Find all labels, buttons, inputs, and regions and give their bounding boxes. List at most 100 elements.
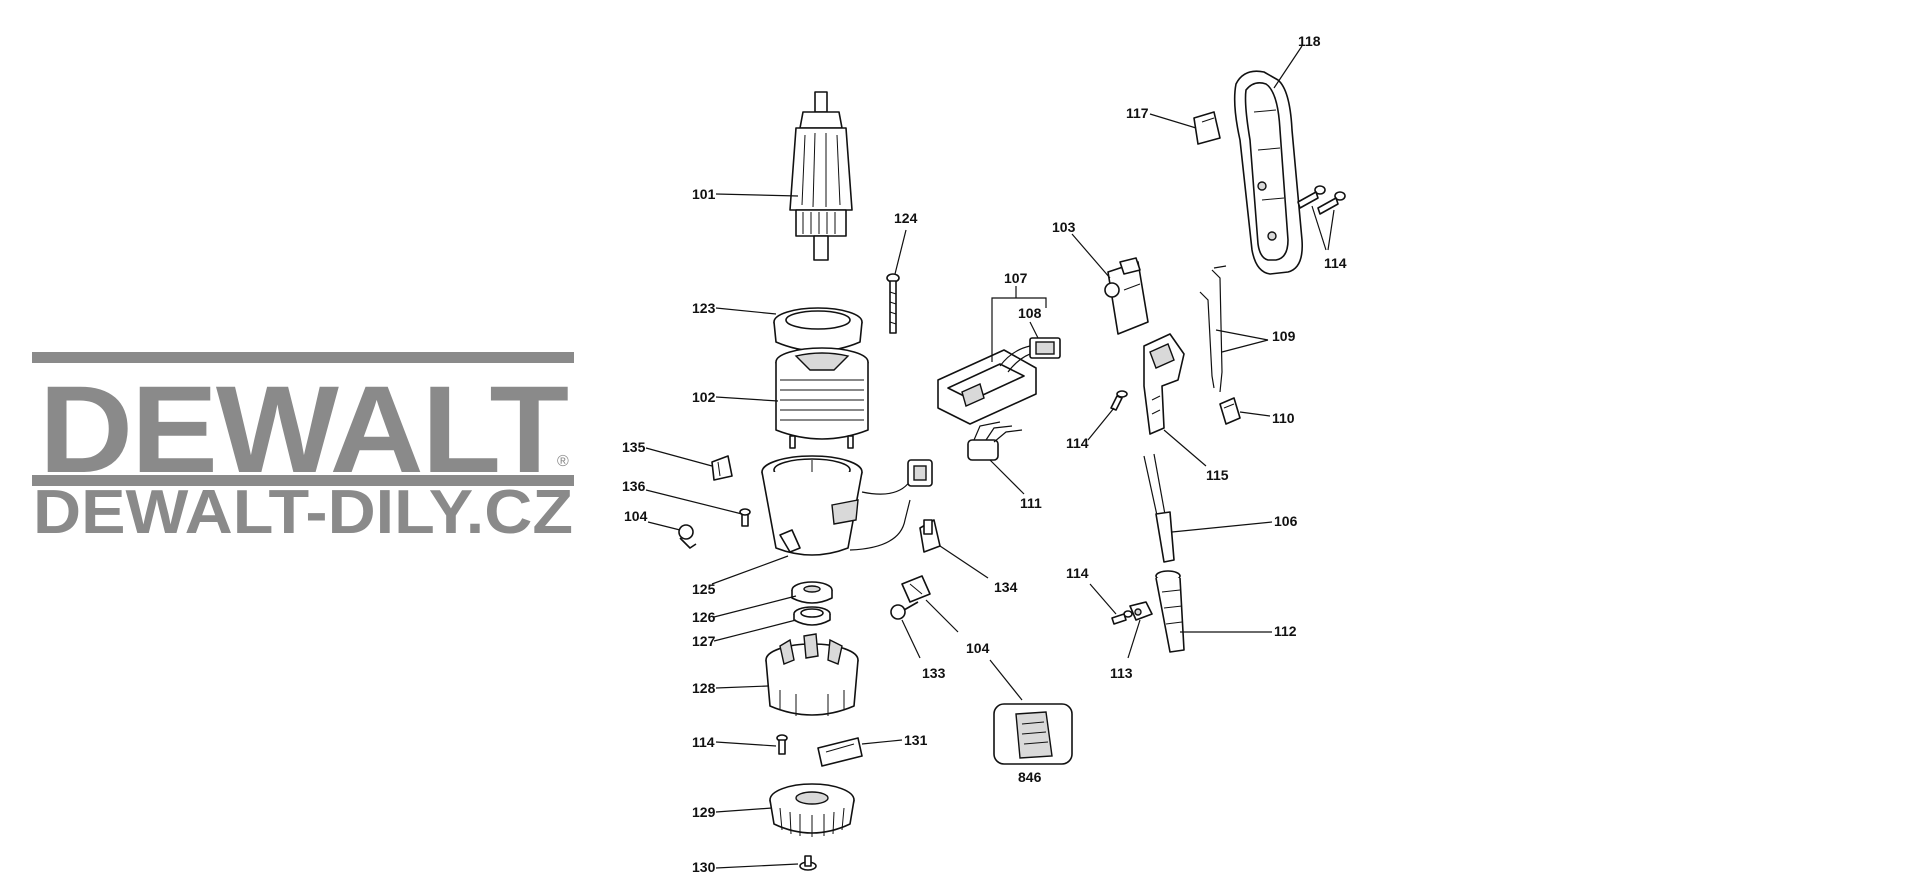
callout-135: 135 <box>622 439 646 455</box>
part-130-screw <box>799 855 817 871</box>
callout-101: 101 <box>692 186 716 202</box>
leader-114a <box>715 741 777 747</box>
leader-114d-2 <box>1327 209 1335 251</box>
leader-114d-1 <box>1311 205 1327 251</box>
part-103-switch <box>1104 257 1149 335</box>
leader-123 <box>715 307 777 315</box>
callout-102: 102 <box>692 389 716 405</box>
leader-125 <box>711 555 789 585</box>
leader-126 <box>713 595 797 618</box>
part-133-spring <box>890 601 919 620</box>
part-114-screw-left <box>776 734 788 755</box>
leader-104a <box>647 521 681 531</box>
callout-115: 115 <box>1206 467 1229 483</box>
leader-109b <box>1221 339 1269 353</box>
callout-106: 106 <box>1274 513 1298 529</box>
callout-104b: 104 <box>966 640 990 656</box>
callout-128: 128 <box>692 680 716 696</box>
logo-top-bar <box>32 352 574 363</box>
part-124-long-screw <box>886 273 900 334</box>
leader-101 <box>715 193 799 197</box>
leader-133 <box>901 619 921 659</box>
dewalt-logo: DEWALT ® DEWALT-DILY.CZ <box>32 352 574 547</box>
part-106-cord <box>1143 453 1175 563</box>
callout-112: 112 <box>1274 623 1297 639</box>
part-136-screw <box>739 508 751 527</box>
part-101-armature <box>789 91 853 261</box>
part-112-cord-protector <box>1155 570 1185 653</box>
part-135-clip <box>711 455 733 481</box>
part-129-fan <box>769 783 855 837</box>
callout-136: 136 <box>622 478 646 494</box>
callout-114b: 114 <box>1066 435 1089 451</box>
leader-131 <box>861 739 903 745</box>
callout-133: 133 <box>922 665 946 681</box>
callout-113: 113 <box>1110 665 1133 681</box>
part-118-handle <box>1233 70 1304 275</box>
callout-110: 110 <box>1272 410 1295 426</box>
callout-124: 124 <box>894 210 918 226</box>
callout-130: 130 <box>692 859 716 875</box>
callout-114c: 114 <box>1066 565 1089 581</box>
part-109-wires <box>1199 265 1227 393</box>
leader-118 <box>1273 45 1303 89</box>
leader-128 <box>715 685 769 689</box>
leader-136 <box>645 489 743 515</box>
leader-103 <box>1071 233 1111 279</box>
callout-118: 118 <box>1298 33 1321 49</box>
callout-123: 123 <box>692 300 716 316</box>
leader-114b <box>1087 407 1115 441</box>
part-131-bracket <box>817 737 863 767</box>
logo-bottom-bar <box>32 475 574 486</box>
leader-114c <box>1089 583 1117 615</box>
leader-846 <box>989 659 1023 701</box>
leader-135 <box>645 447 713 467</box>
part-117-clip <box>1193 111 1221 145</box>
leader-127 <box>713 619 797 642</box>
leader-108 <box>1029 321 1039 339</box>
callout-114a: 114 <box>692 734 715 750</box>
callout-103: 103 <box>1052 219 1076 235</box>
part-115-trigger <box>1143 333 1185 435</box>
part-134-brush-holder <box>919 519 941 553</box>
callout-108: 108 <box>1018 305 1042 321</box>
leader-109a <box>1215 329 1269 341</box>
leader-102 <box>715 396 779 402</box>
leader-115 <box>1163 429 1207 467</box>
leader-106 <box>1171 521 1273 533</box>
bracket-107 <box>991 297 1047 362</box>
leader-111 <box>989 459 1025 495</box>
part-104-brush-middle <box>901 575 931 603</box>
leader-124 <box>894 229 907 275</box>
part-127-ring <box>793 606 831 626</box>
leader-129 <box>715 807 773 813</box>
part-102-stator <box>775 347 869 449</box>
callout-131: 131 <box>904 732 928 748</box>
part-123-baffle-ring <box>773 307 863 352</box>
callout-107: 107 <box>1004 270 1028 286</box>
callout-846: 846 <box>1018 769 1042 785</box>
part-107-switch-module <box>937 337 1061 425</box>
callout-125: 125 <box>692 581 716 597</box>
part-104-brush-spring-left <box>678 524 697 549</box>
part-128-baffle-cage <box>765 633 859 716</box>
part-110-connector <box>1219 397 1241 425</box>
leader-113 <box>1127 619 1141 659</box>
part-114-screw-right <box>1110 390 1128 411</box>
callout-109: 109 <box>1272 328 1296 344</box>
callout-127: 127 <box>692 633 716 649</box>
callout-126: 126 <box>692 609 716 625</box>
leader-117 <box>1149 113 1197 129</box>
leader-110 <box>1239 411 1271 417</box>
logo-registered-mark: ® <box>557 453 569 470</box>
part-846-kit-bag <box>993 703 1073 765</box>
callout-114d: 114 <box>1324 255 1347 271</box>
callout-104a: 104 <box>624 508 648 524</box>
part-113-cord-clamp <box>1129 601 1153 621</box>
callout-134: 134 <box>994 579 1018 595</box>
callout-129: 129 <box>692 804 716 820</box>
callout-117: 117 <box>1126 105 1149 121</box>
leader-130 <box>715 863 799 869</box>
part-126-bearing <box>791 581 833 604</box>
